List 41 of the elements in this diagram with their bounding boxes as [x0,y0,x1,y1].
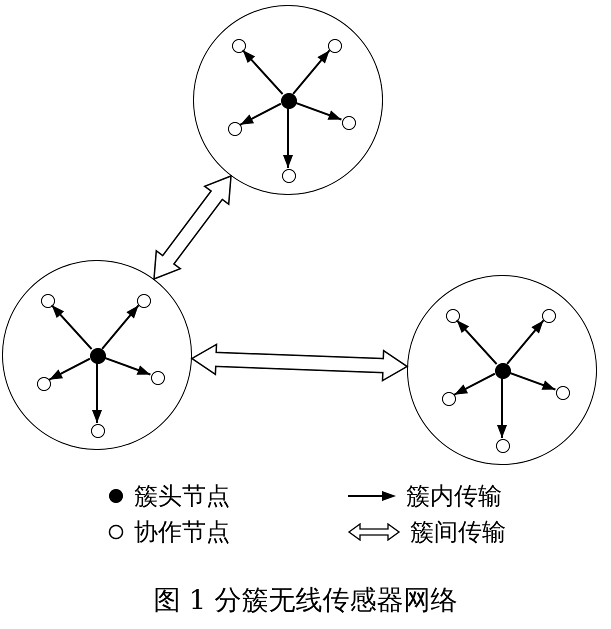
legend-label: 簇头节点 [134,481,230,512]
member-node [228,122,242,136]
arrow [240,102,282,126]
arrow [242,50,284,95]
member-node [41,294,55,308]
member-node [328,39,342,53]
arrow [101,304,140,350]
arrow [50,304,92,350]
legend-label: 簇间传输 [410,517,506,548]
arrow [295,102,342,121]
arrow [497,378,507,438]
member-node [442,392,456,406]
arrow [454,372,496,396]
arrow [292,50,330,94]
arrow [92,363,102,423]
legend-label: 协作节点 [134,517,230,548]
arrow [283,108,293,168]
arrow [456,320,498,365]
member-node [137,294,151,308]
cluster-head-node [281,93,297,109]
member-node [342,116,356,130]
cluster-head-node [495,363,511,379]
arrow [48,358,90,381]
member-node [151,371,165,385]
member-node [37,377,51,391]
member-node [496,439,510,453]
arrow [506,320,544,364]
arrow [509,372,556,391]
legend-label: 簇内传输 [406,481,502,512]
cluster-circle [407,275,597,465]
member-node [232,39,246,53]
cluster-head-node [90,348,106,364]
figure-caption: 图 1 分簇无线传感器网络 [152,584,459,618]
arrow [104,356,151,376]
member-node [446,309,460,323]
member-node [542,309,556,323]
member-node [556,386,570,400]
member-node [282,169,296,183]
double-arrow [190,343,409,382]
member-node [91,424,105,438]
double-arrow [153,174,232,280]
